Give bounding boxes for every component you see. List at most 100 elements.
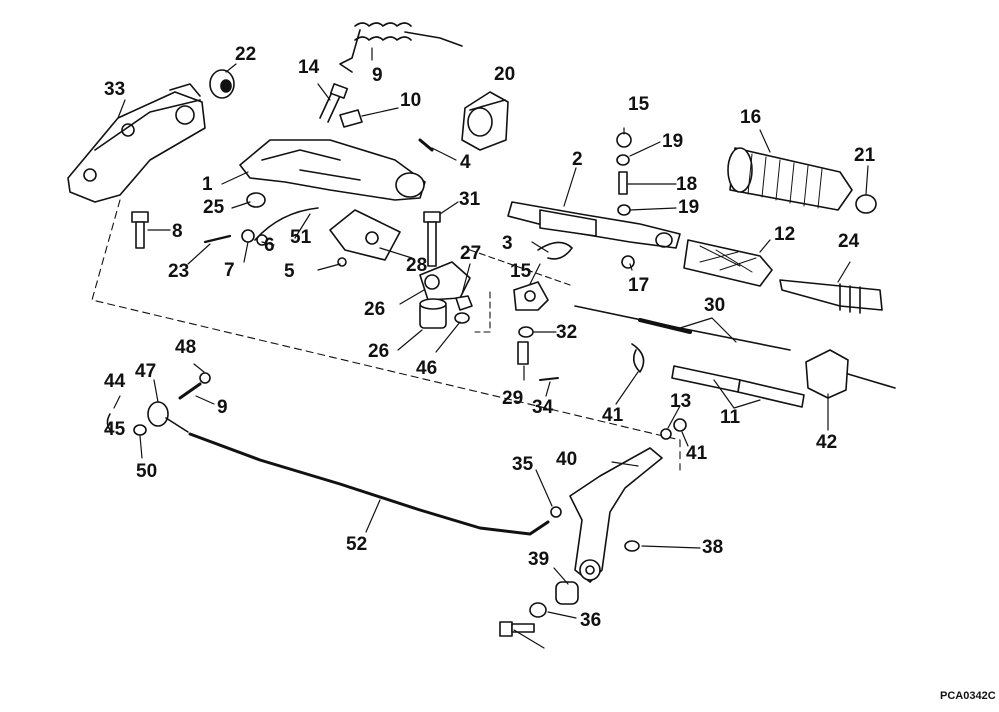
callout-label: 28 (406, 255, 428, 276)
callout-label: 41 (602, 405, 624, 426)
link-rod-part (517, 341, 529, 365)
callout-label: 46 (416, 358, 438, 379)
flat-washer-part (529, 602, 547, 618)
callout-label: 25 (203, 197, 225, 218)
callout-label: 38 (702, 537, 724, 558)
callout-label: 13 (670, 391, 692, 412)
cotter-pin-part (539, 377, 559, 381)
callout-label: 34 (532, 397, 554, 418)
callout-label: 33 (104, 79, 126, 100)
tiller-bracket-part (67, 83, 206, 203)
leader-lines (113, 47, 869, 649)
callout-label: 29 (502, 388, 524, 409)
callout-label: 21 (854, 145, 876, 166)
pin-part (418, 138, 434, 152)
callout-label: 20 (494, 64, 516, 85)
callout-label: 31 (459, 189, 481, 210)
callout-label: 3 (502, 233, 513, 254)
callout-label: 23 (168, 261, 190, 282)
long-bolt-part (423, 211, 441, 267)
cable-end-part (805, 349, 896, 399)
callout-label: 5 (284, 261, 295, 282)
flat-washer-part (454, 312, 470, 324)
lock-nut-part (660, 428, 672, 440)
spring-clip-part (537, 241, 573, 260)
spring-seat-part (616, 154, 630, 166)
flat-washer-part (518, 326, 534, 338)
clamp-block-part (513, 281, 549, 311)
callout-label: 1 (202, 174, 213, 195)
callout-label: 9 (372, 65, 383, 86)
callout-label: 32 (556, 322, 578, 343)
end-cap-part (855, 194, 877, 214)
callout-label: 48 (175, 337, 197, 358)
callout-label: 35 (512, 454, 534, 475)
callout-label: 26 (364, 299, 386, 320)
callout-label: 4 (460, 152, 471, 173)
spacer-part (419, 298, 447, 329)
callout-label: 47 (135, 361, 157, 382)
clip-part (339, 109, 363, 128)
callout-label: 8 (172, 221, 183, 242)
hair-clip-part (106, 413, 113, 433)
figure-reference-code: PCA0342C (940, 690, 996, 702)
flat-washer-part (624, 540, 640, 552)
screw-part (319, 83, 349, 123)
throttle-cable-part (574, 305, 791, 351)
sleeve-tube-part (671, 365, 741, 393)
rod-end-part (147, 401, 189, 433)
callout-label: 19 (678, 197, 700, 218)
callout-label: 42 (816, 432, 838, 453)
callout-label: 44 (104, 371, 126, 392)
callout-label: 36 (580, 610, 602, 631)
lanyard-spring-part (339, 22, 463, 73)
callout-label: 26 (368, 341, 390, 362)
sleeve-tube-part (737, 379, 805, 408)
callout-label: 45 (104, 419, 126, 440)
switch-bracket-part (329, 209, 401, 261)
flat-washer-part (133, 424, 147, 436)
callout-label: 41 (686, 443, 708, 464)
rod-end-bolt-part (178, 382, 202, 400)
callout-label: 2 (572, 149, 583, 170)
throttle-shaft-part (507, 201, 681, 249)
callout-label: 15 (628, 94, 650, 115)
detent-spring-part (618, 171, 628, 195)
callout-label: 50 (136, 461, 158, 482)
spring-seat-part (617, 204, 631, 216)
lock-nut-part (673, 418, 687, 432)
shift-rod-part (188, 432, 550, 536)
retaining-clip-part (631, 343, 645, 373)
nut-part (199, 372, 211, 384)
callout-label: 22 (235, 44, 257, 65)
bushing-part (461, 91, 509, 151)
washer-part (246, 192, 266, 208)
callout-label: 15 (510, 261, 532, 282)
hex-nut-part (455, 295, 473, 311)
linkage-part (203, 229, 268, 246)
callout-label: 9 (217, 397, 228, 418)
cam-part (779, 279, 883, 314)
nut-part (209, 69, 235, 99)
bolt-part (131, 211, 149, 249)
throttle-tube-part (683, 239, 773, 287)
callout-label: 19 (662, 131, 684, 152)
mount-block-part (419, 261, 471, 301)
shift-lever-part (569, 447, 663, 583)
callout-label: 11 (720, 407, 741, 428)
callout-label: 27 (460, 243, 482, 264)
ball-part (616, 132, 632, 148)
callout-label: 24 (838, 231, 860, 252)
callout-label: 7 (224, 260, 235, 281)
lock-nut-part (550, 506, 562, 518)
spacer-part (555, 581, 579, 605)
phantom-line-2 (469, 249, 571, 286)
callout-label: 39 (528, 549, 550, 570)
callout-label: 10 (400, 90, 422, 111)
callout-label: 12 (774, 224, 796, 245)
callout-label: 51 (290, 227, 312, 248)
callout-label: 40 (556, 449, 578, 470)
callout-label: 18 (676, 174, 698, 195)
callout-label: 14 (298, 57, 320, 78)
